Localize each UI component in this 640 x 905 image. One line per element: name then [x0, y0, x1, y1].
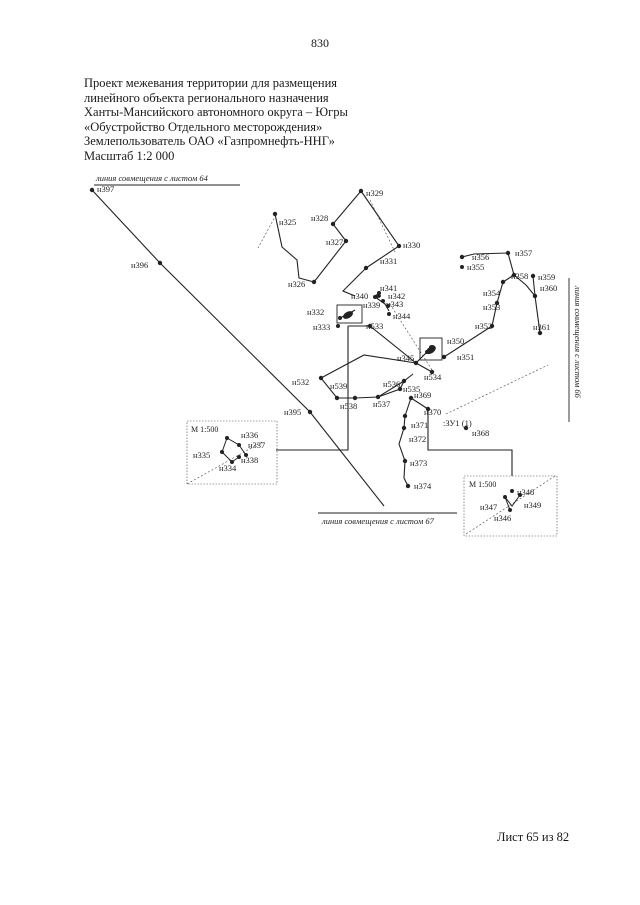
label-n346: н346 [494, 513, 511, 523]
label-n359: н359 [538, 272, 555, 282]
label-n336: н336 [241, 430, 258, 440]
label-n358: н358 [511, 271, 528, 281]
label-n533: н533 [366, 321, 383, 331]
label-n371: н371 [411, 420, 428, 430]
header-line-5: Землепользователь ОАО «Газпромнефть-ННГ» [84, 134, 335, 149]
inset-scale-right: М 1:500 [469, 480, 496, 489]
label-n340: н340 [351, 291, 368, 301]
label-n532: н532 [292, 377, 309, 387]
label-n535: н535 [403, 384, 420, 394]
label-n354: н354 [483, 288, 501, 298]
label-n337: н337 [248, 440, 265, 450]
label-n361: н361 [533, 322, 550, 332]
parcel-label: :ЗУ1 (1) [443, 418, 472, 428]
label-n326: н326 [288, 279, 305, 289]
label-n539: н539 [330, 381, 347, 391]
document-header: Проект межевания территории для размещен… [84, 76, 348, 164]
label-n355: н355 [467, 262, 484, 272]
header-scale: Масштаб 1:2 000 [84, 148, 175, 163]
label-n345: н345 [397, 353, 414, 363]
label-n351: н351 [457, 352, 474, 362]
label-n343: н343 [386, 299, 403, 309]
label-n334: н334 [219, 463, 237, 473]
inset-right-lines [504, 494, 521, 511]
label-n538: н538 [340, 401, 357, 411]
label-n370: н370 [424, 407, 441, 417]
label-n341: н341 [380, 283, 397, 293]
label-n338: н338 [241, 455, 258, 465]
inset-boxes [186, 420, 558, 537]
label-n396: н396 [131, 260, 148, 270]
label-n537: н537 [373, 399, 390, 409]
label-n374: н374 [414, 481, 432, 491]
label-n333: н333 [313, 322, 330, 332]
header-line-4: «Обустройство Отдельного месторождения» [84, 119, 323, 134]
match-line-right-label: линия совмещения с листом 66 [573, 285, 583, 399]
label-n329: н329 [366, 188, 383, 198]
match-lines [94, 184, 570, 514]
label-n332: н332 [307, 307, 324, 317]
sheet-number: Лист 65 из 82 [497, 830, 570, 844]
label-n339: н339 [363, 300, 380, 310]
label-n536: н536 [383, 379, 400, 389]
label-n357: н357 [515, 248, 532, 258]
page-number: 830 [311, 36, 329, 50]
label-n325: н325 [279, 217, 296, 227]
label-n360: н360 [540, 283, 557, 293]
label-n335: н335 [193, 450, 210, 460]
label-n353: н353 [483, 302, 500, 312]
label-n368: н368 [472, 428, 489, 438]
match-line-bottom-label: линия совмещения с листом 67 [321, 516, 435, 526]
highlight-boxes [336, 304, 443, 361]
label-n327: н327 [326, 237, 343, 247]
label-n344: н344 [393, 311, 411, 321]
point-labels: н397 н396 н395 н329 н328 н325 н327 н330 … [97, 184, 557, 523]
point-markers [89, 187, 543, 512]
label-n369: н369 [414, 390, 431, 400]
label-n352: н352 [475, 321, 492, 331]
inset-scale-left: М 1:500 [191, 425, 218, 434]
label-n397: н397 [97, 184, 114, 194]
label-n349: н349 [524, 500, 541, 510]
label-n342: н342 [388, 291, 405, 301]
label-n372: н372 [409, 434, 426, 444]
label-n373: н373 [410, 458, 427, 468]
label-n348: н348 [517, 487, 534, 497]
label-n347: н347 [480, 502, 497, 512]
reference-lines [186, 199, 556, 535]
survey-lines [91, 189, 541, 507]
label-n395: н395 [284, 407, 301, 417]
label-n534: н534 [424, 372, 442, 382]
label-n356: н356 [472, 252, 489, 262]
match-line-top-label: линия совмещения с листом 64 [95, 173, 209, 183]
header-line-1: Проект межевания территории для размещен… [84, 76, 338, 90]
label-n328: н328 [311, 213, 328, 223]
header-line-2: линейного объекта регионального назначен… [84, 90, 329, 105]
label-n350: н350 [447, 336, 464, 346]
header-line-3: Ханты-Мансийского автономного округа – Ю… [84, 105, 348, 120]
label-n330: н330 [403, 240, 420, 250]
label-n331: н331 [380, 256, 397, 266]
